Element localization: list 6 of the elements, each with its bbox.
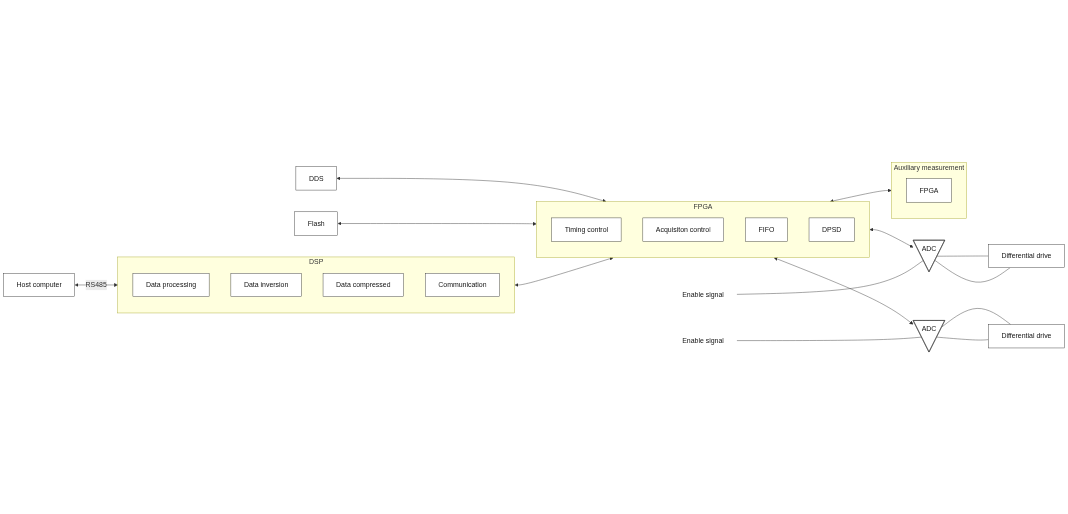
connector: [736, 336, 922, 341]
connector: [736, 259, 924, 295]
connector: [936, 255, 989, 257]
connector: [934, 259, 1011, 282]
connector: [936, 336, 989, 340]
connector: [941, 307, 1011, 327]
